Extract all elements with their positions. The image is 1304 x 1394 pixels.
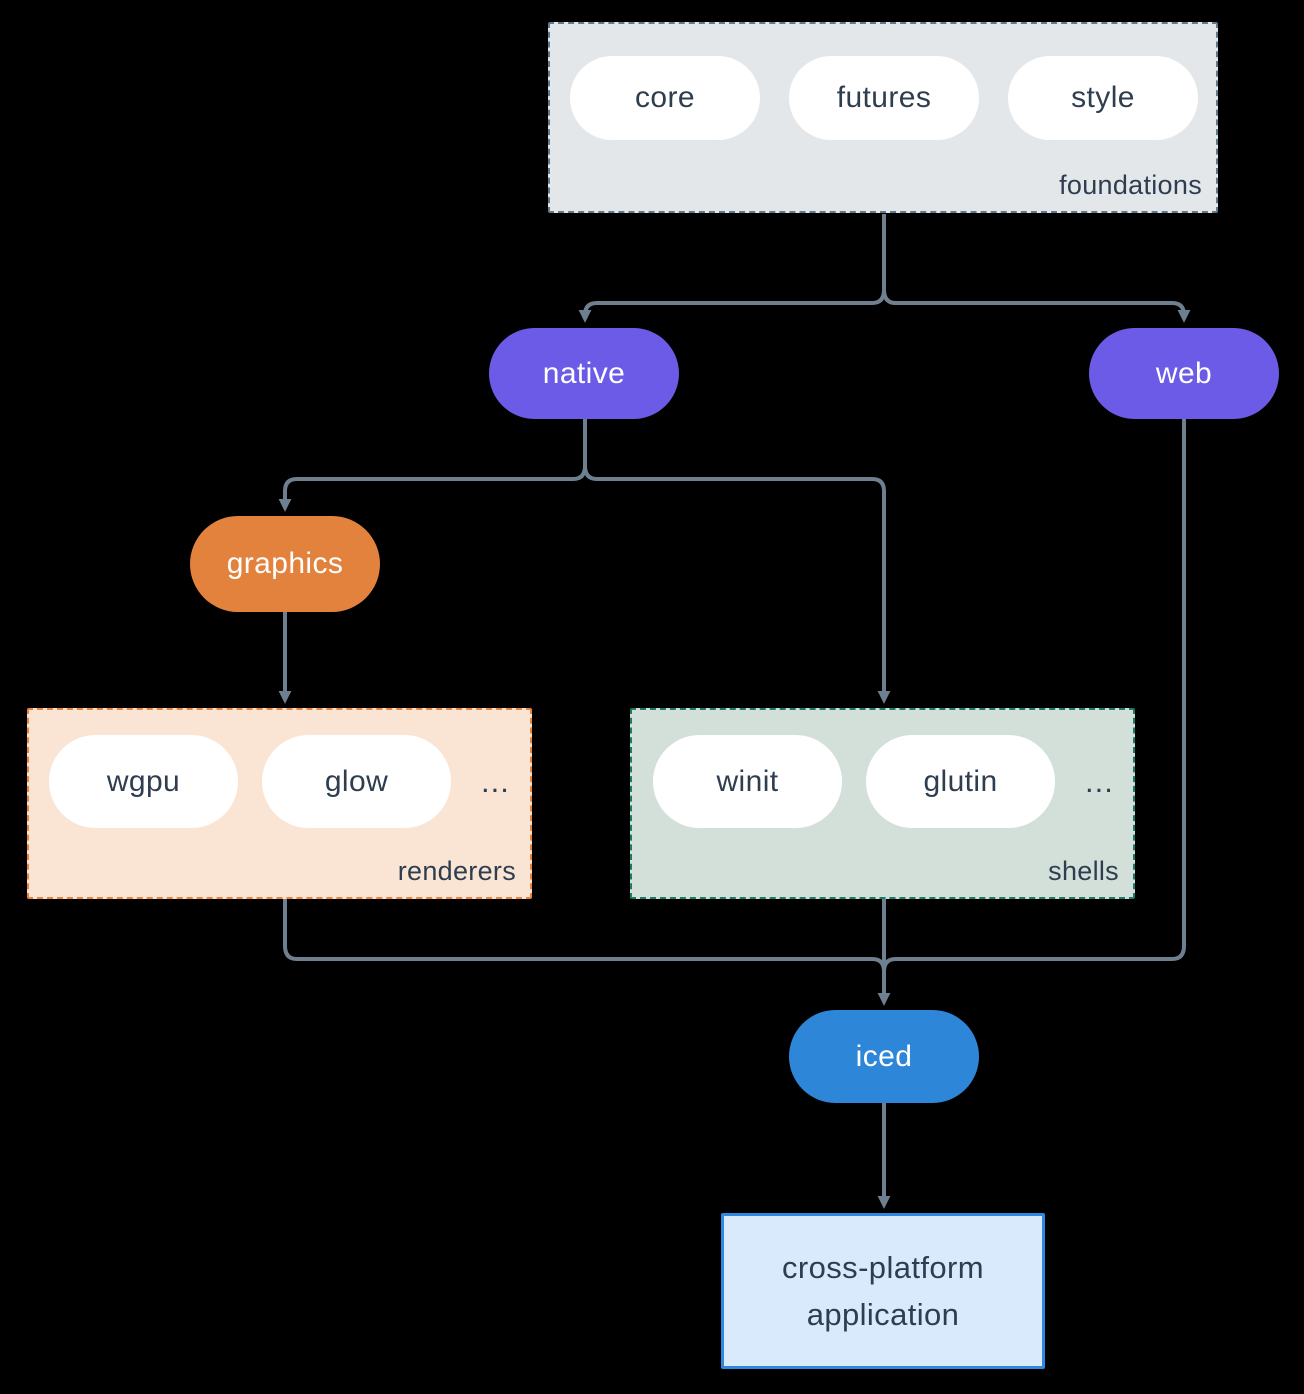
- node-application: cross-platform application: [721, 1213, 1045, 1369]
- node-style: style: [1008, 56, 1198, 140]
- node-glow: glow: [262, 735, 451, 828]
- application-label-line2: application: [806, 1297, 960, 1332]
- node-iced: iced: [789, 1010, 979, 1103]
- edge-native-shells: [583, 419, 891, 704]
- edge-native-graphics: [278, 419, 587, 512]
- ellipsis-shells: ...: [1085, 763, 1114, 799]
- foundations-pill-row: core futures style: [550, 24, 1216, 140]
- renderers-pill-row: wgpu glow ...: [29, 710, 530, 828]
- edge-renderers-iced: [283, 899, 886, 973]
- group-label-foundations: foundations: [1059, 170, 1202, 200]
- ellipsis-renderers: ...: [481, 763, 510, 799]
- node-core: core: [570, 56, 760, 140]
- edge-foundations-native: [578, 214, 886, 323]
- application-label-line1: cross-platform: [782, 1250, 984, 1285]
- node-web: web: [1089, 328, 1279, 419]
- edge-foundations-web: [882, 214, 1191, 323]
- node-graphics: graphics: [190, 516, 380, 612]
- node-wgpu: wgpu: [49, 735, 238, 828]
- group-renderers: wgpu glow ... renderers: [27, 708, 532, 899]
- node-futures: futures: [789, 56, 979, 140]
- node-winit: winit: [653, 735, 842, 828]
- group-label-renderers: renderers: [397, 856, 516, 886]
- group-shells: winit glutin ... shells: [630, 708, 1135, 899]
- node-native: native: [489, 328, 679, 419]
- group-label-shells: shells: [1048, 856, 1119, 886]
- shells-pill-row: winit glutin ...: [632, 710, 1133, 828]
- group-foundations: core futures style foundations: [548, 22, 1218, 213]
- node-glutin: glutin: [866, 735, 1055, 828]
